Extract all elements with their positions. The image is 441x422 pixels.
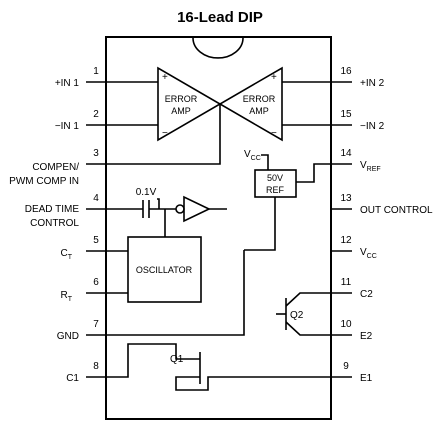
package-notch — [192, 37, 244, 59]
pin-9-number: 9 — [343, 361, 349, 372]
q1-label: Q1 — [170, 354, 184, 365]
pin-6-label: RT — [60, 290, 72, 303]
pin-5-number: 5 — [93, 235, 99, 246]
error-amp-right-label-1: ERROR — [243, 94, 276, 104]
pin-leads-left — [86, 81, 106, 378]
pin-4-number: 4 — [93, 193, 99, 204]
pin-14-number: 14 — [340, 148, 352, 159]
reference-output-wire — [296, 163, 331, 183]
pin-leads-right — [331, 81, 352, 378]
pin-7-label: GND — [57, 331, 79, 342]
diagram-title: 16-Lead DIP — [177, 9, 263, 26]
error-amp-right-minus: − — [271, 128, 277, 139]
pin-9-label: E1 — [360, 373, 373, 384]
pin-13-number: 13 — [340, 193, 352, 204]
pin-10-number: 10 — [340, 319, 352, 330]
q2-collector — [285, 292, 331, 307]
reference-label-1: 50V — [267, 173, 283, 183]
pin-4-label-line1: DEAD TIME — [25, 204, 80, 215]
pin-1-number: 1 — [93, 66, 99, 77]
pin-5-label: CT — [60, 248, 72, 261]
capacitor-source-wire — [157, 198, 160, 209]
pin-2-label: −IN 1 — [55, 121, 80, 132]
error-amp-right-label-2: AMP — [249, 106, 269, 116]
error-amp-left-label-2: AMP — [171, 106, 191, 116]
ground-wire — [106, 250, 245, 336]
pin-3-number: 3 — [93, 148, 99, 159]
error-amp-left-label-1: ERROR — [165, 94, 198, 104]
pin-14-label: VREF — [360, 160, 381, 173]
pin-12-number: 12 — [340, 235, 352, 246]
q1-collector — [106, 343, 200, 378]
pin-15-label: −IN 2 — [360, 121, 385, 132]
reference-vcc-label: VCC — [244, 149, 261, 162]
pin-11-label: C2 — [360, 289, 373, 300]
package-body — [105, 36, 332, 420]
compen-wire — [106, 104, 221, 165]
q2-label: Q2 — [290, 310, 304, 321]
reference-supply-wire — [261, 154, 269, 170]
pin-6-number: 6 — [93, 277, 99, 288]
error-amp-right-plus: + — [271, 72, 277, 83]
dead-time-comparator — [183, 195, 211, 223]
pin-16-number: 16 — [340, 66, 352, 77]
amp-input-wires — [106, 81, 331, 126]
error-amp-left-minus: − — [162, 128, 168, 139]
q2-emitter — [285, 321, 331, 336]
pin-3-label-line2: PWM COMP IN — [9, 176, 79, 187]
pin-8-label: C1 — [66, 373, 79, 384]
oscillator-label: OSCILLATOR — [136, 265, 193, 275]
capacitor-label: 0.1V — [136, 187, 157, 198]
pin-12-label: VCC — [360, 247, 377, 260]
pin-2-number: 2 — [93, 109, 99, 120]
pin-13-label: OUT CONTROL — [360, 205, 433, 216]
pin-15-number: 15 — [340, 109, 352, 120]
pin-3-label-line1: COMPEN/ — [32, 162, 79, 173]
error-amp-left — [157, 66, 222, 142]
reference-label-2: REF — [266, 185, 285, 195]
pin-4-label-line2: CONTROL — [30, 218, 79, 229]
pin-7-number: 7 — [93, 319, 99, 330]
error-amp-right — [218, 66, 283, 142]
reference-ground-wire — [244, 197, 276, 251]
error-amp-left-plus: + — [162, 72, 168, 83]
pin-11-number: 11 — [341, 277, 352, 288]
oscillator-block — [127, 236, 202, 303]
pin-10-label: E2 — [360, 331, 373, 342]
q1-emitter — [175, 376, 331, 391]
pin-8-number: 8 — [93, 361, 99, 372]
pin-16-label: +IN 2 — [360, 78, 385, 89]
pin-1-label: +IN 1 — [55, 78, 80, 89]
